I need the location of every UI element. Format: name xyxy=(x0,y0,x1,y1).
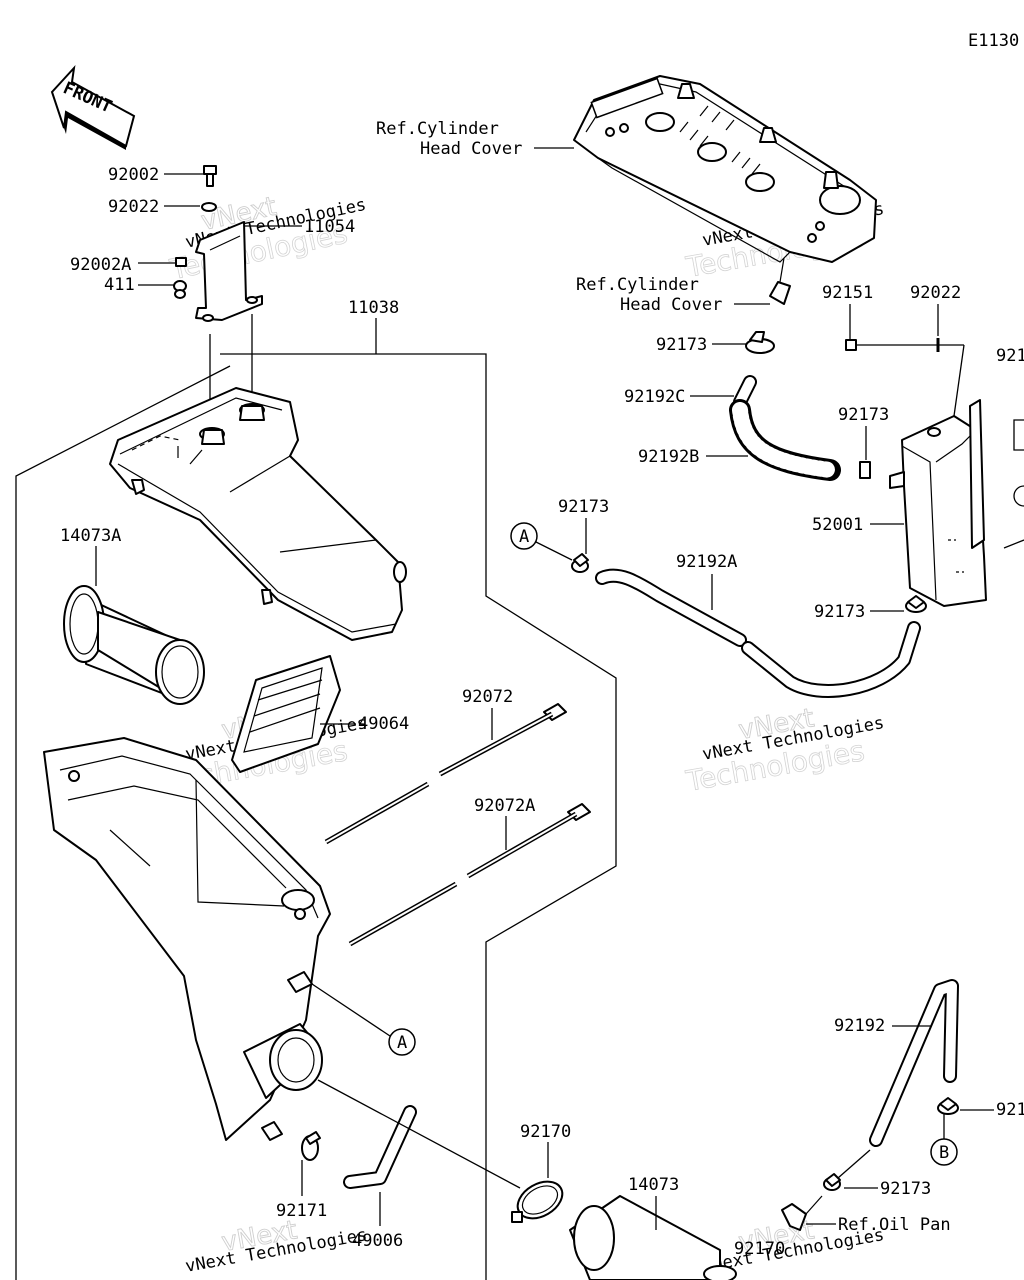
part-label-92022: 92022 xyxy=(910,283,961,303)
corrugated-hose-92192B xyxy=(729,399,841,481)
part-label-92173: 92173 xyxy=(656,335,707,355)
part-label-14073A: 14073A xyxy=(60,526,121,546)
part-label-92171: 92171 xyxy=(276,1201,327,1221)
cable-tie-92072 xyxy=(324,703,567,845)
part-label-92170: 92170 xyxy=(734,1239,785,1259)
clip-92171 xyxy=(301,1131,321,1161)
diagram-id: E1130 xyxy=(968,31,1019,51)
part-label-92192C: 92192C xyxy=(624,387,685,407)
clip-92173-lower xyxy=(905,595,927,613)
ref-marker-a: A xyxy=(388,1028,416,1056)
clamp-92170-b xyxy=(703,1265,737,1280)
part-label-92173: 92173 xyxy=(814,602,865,622)
bracket-11054 xyxy=(195,221,263,322)
bolt-92002 xyxy=(203,165,217,187)
part-label-92173: 92173 xyxy=(880,1179,931,1199)
hose-nipple xyxy=(769,257,791,305)
clip-92173-left xyxy=(571,553,589,573)
breather-separator-tank-52001 xyxy=(889,399,987,607)
screen-49064 xyxy=(231,655,341,773)
part-label-11038: 11038 xyxy=(348,298,399,318)
ref-cylinder-head-cover-label: Head Cover xyxy=(620,295,722,315)
ref-marker-label: A xyxy=(397,1033,407,1053)
hose-92192C xyxy=(733,375,757,409)
part-label-49064: 49064 xyxy=(358,714,409,734)
hose-92192 xyxy=(869,979,959,1147)
clip-92173-bottom xyxy=(823,1173,841,1191)
cylinder-head-cover xyxy=(573,75,877,263)
part-label-921-cut: 921 xyxy=(996,346,1024,366)
part-label-92192A: 92192A xyxy=(676,552,737,572)
bolt-92151 xyxy=(845,339,938,351)
ref-oil-pan-label: Ref.Oil Pan xyxy=(838,1215,951,1235)
part-label-92072A: 92072A xyxy=(474,796,535,816)
part-label-14073: 14073 xyxy=(628,1175,679,1195)
ref-cylinder-head-cover-label: Head Cover xyxy=(420,139,522,159)
part-label-92002: 92002 xyxy=(108,165,159,185)
part-label-92192B: 92192B xyxy=(638,447,699,467)
part-label-92151: 92151 xyxy=(822,283,873,303)
part-label-921-cut: 921 xyxy=(996,1100,1024,1120)
grommet-411 xyxy=(173,280,187,299)
part-label-92173: 92173 xyxy=(558,497,609,517)
assembly-bracket-11038 xyxy=(15,318,617,1280)
air-cleaner-upper-housing xyxy=(109,387,407,641)
ref-marker-label: A xyxy=(519,527,529,547)
clip-92173 xyxy=(745,331,775,354)
part-label-411: 411 xyxy=(104,275,135,295)
cable-tie-92072A xyxy=(348,803,591,947)
drain-hose-49006 xyxy=(343,1105,417,1189)
part-label-52001: 52001 xyxy=(812,515,863,535)
front-arrow-icon: FRONT xyxy=(50,64,136,150)
clip-92173-mid xyxy=(859,461,871,479)
intake-duct-14073 xyxy=(569,1195,721,1280)
clamp-92170 xyxy=(511,1180,564,1223)
ref-marker-b: B xyxy=(930,1138,958,1166)
bolt-92002A xyxy=(175,257,187,267)
part-label-92072: 92072 xyxy=(462,687,513,707)
washer-92022 xyxy=(201,202,217,212)
part-label-92002A: 92002A xyxy=(70,255,131,275)
ref-marker-label: B xyxy=(939,1143,949,1163)
part-label-92170: 92170 xyxy=(520,1122,571,1142)
hose-92192A xyxy=(595,568,921,698)
part-label-92022: 92022 xyxy=(108,197,159,217)
ref-marker-a: A xyxy=(510,522,538,550)
air-cleaner-lower-housing xyxy=(43,737,331,1141)
part-label-92173: 92173 xyxy=(838,405,889,425)
air-filter-element-14073A xyxy=(63,585,205,705)
part-label-49006: 49006 xyxy=(352,1231,403,1251)
clip-92173-bottom-right xyxy=(937,1097,959,1115)
ref-cylinder-head-cover-label: Ref.Cylinder xyxy=(576,275,699,295)
part-label-92192: 92192 xyxy=(834,1016,885,1036)
oil-pan-fitting xyxy=(781,1195,823,1231)
part-label-11054: 11054 xyxy=(304,217,355,237)
ref-cylinder-head-cover-label: Ref.Cylinder xyxy=(376,119,499,139)
